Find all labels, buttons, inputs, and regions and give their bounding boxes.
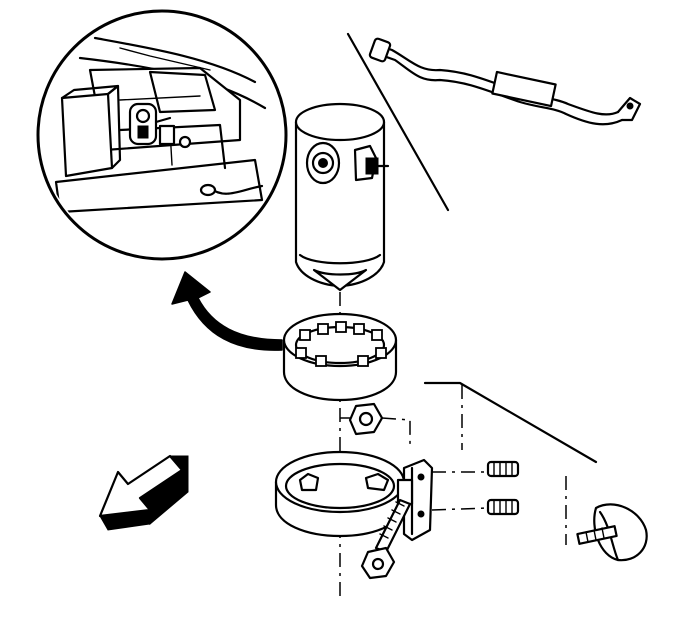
push-pin-retainer [576,503,648,562]
front-direction-arrow [98,454,189,531]
body-panel-outline [423,381,598,545]
stud-upper [486,460,520,478]
detail-pointer-arrow [171,271,283,351]
mounting-bracket [274,450,434,542]
insulator [282,312,398,402]
detail-view-circle [36,9,288,261]
accumulator [294,102,390,292]
nut [340,402,411,448]
studs [431,460,520,516]
ac-hose-line [346,32,642,212]
stud-lower [486,498,520,516]
bolt [360,498,412,580]
